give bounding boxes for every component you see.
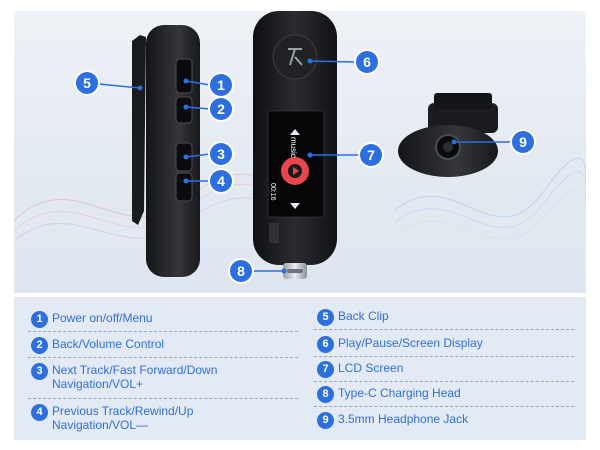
callout-6: 6	[356, 51, 378, 73]
feature-row-9: 9 3.5mm Headphone Jack	[317, 412, 468, 429]
callout-3: 3	[210, 143, 232, 165]
feature-label: Back/Volume Control	[52, 337, 165, 351]
front-view-device	[253, 11, 337, 279]
feature-row-7: 7 LCD Screen	[317, 361, 403, 378]
leader-lines	[98, 60, 510, 272]
callout-4: 4	[210, 170, 232, 192]
back-clip-shape	[132, 35, 146, 225]
chevron-up-icon	[290, 129, 300, 135]
callout-8: 8	[230, 260, 252, 282]
feature-label: Play/Pause/Screen Display	[338, 336, 483, 350]
feature-number: 5	[317, 309, 334, 326]
row-divider	[28, 331, 298, 332]
feature-table: 1 Power on/off/Menu 2 Back/Volume Contro…	[14, 297, 586, 440]
feature-number: 7	[317, 361, 334, 378]
logo-mark-icon	[288, 48, 303, 66]
feature-number: 4	[31, 404, 48, 421]
button-prev-shape	[175, 172, 193, 202]
feature-row-8: 8 Type-C Charging Head	[317, 386, 461, 403]
product-photo: music 00:16 5 1 2 3 4 6 7 8 9	[14, 11, 586, 293]
callout-1: 1	[210, 74, 232, 96]
row-divider	[28, 398, 298, 399]
feature-number: 8	[317, 386, 334, 403]
row-divider	[314, 356, 574, 357]
feature-number: 6	[317, 336, 334, 353]
feature-row-6: 6 Play/Pause/Screen Display	[317, 336, 483, 353]
feature-label: Power on/off/Menu	[52, 311, 153, 325]
row-divider	[314, 406, 574, 407]
feature-row-3: 3 Next Track/Fast Forward/Down Navigatio…	[31, 363, 252, 391]
callout-2: 2	[210, 98, 232, 120]
feature-row-1: 1 Power on/off/Menu	[31, 311, 153, 328]
chevron-down-icon	[290, 203, 300, 209]
callout-9: 9	[512, 131, 534, 153]
feature-row-4: 4 Previous Track/Rewind/Up Navigation/VO…	[31, 404, 232, 432]
feature-row-5: 5 Back Clip	[317, 309, 389, 326]
feature-number: 1	[31, 311, 48, 328]
product-illustration	[14, 11, 586, 279]
play-icon	[293, 167, 299, 175]
feature-label: Type-C Charging Head	[338, 386, 461, 400]
feature-label: 3.5mm Headphone Jack	[338, 412, 469, 426]
feature-row-2: 2 Back/Volume Control	[31, 337, 164, 354]
feature-label: Back Clip	[338, 309, 389, 323]
callout-5: 5	[76, 72, 98, 94]
feature-number: 9	[317, 412, 334, 429]
button-back-shape	[175, 96, 193, 124]
row-divider	[28, 357, 298, 358]
screen-time: 00:16	[269, 183, 276, 201]
callout-7: 7	[360, 144, 382, 166]
feature-number: 2	[31, 337, 48, 354]
side-view-device	[132, 25, 200, 277]
screen-text: music	[289, 137, 298, 158]
button-power-shape	[175, 58, 193, 94]
row-divider	[314, 381, 574, 382]
feature-number: 3	[31, 363, 48, 380]
feature-label: Previous Track/Rewind/Up Navigation/VOL—	[52, 404, 194, 432]
row-divider	[314, 329, 574, 330]
headphone-jack-view	[398, 93, 498, 177]
feature-label: Next Track/Fast Forward/Down Navigation/…	[52, 363, 218, 391]
feature-label: LCD Screen	[338, 361, 404, 375]
